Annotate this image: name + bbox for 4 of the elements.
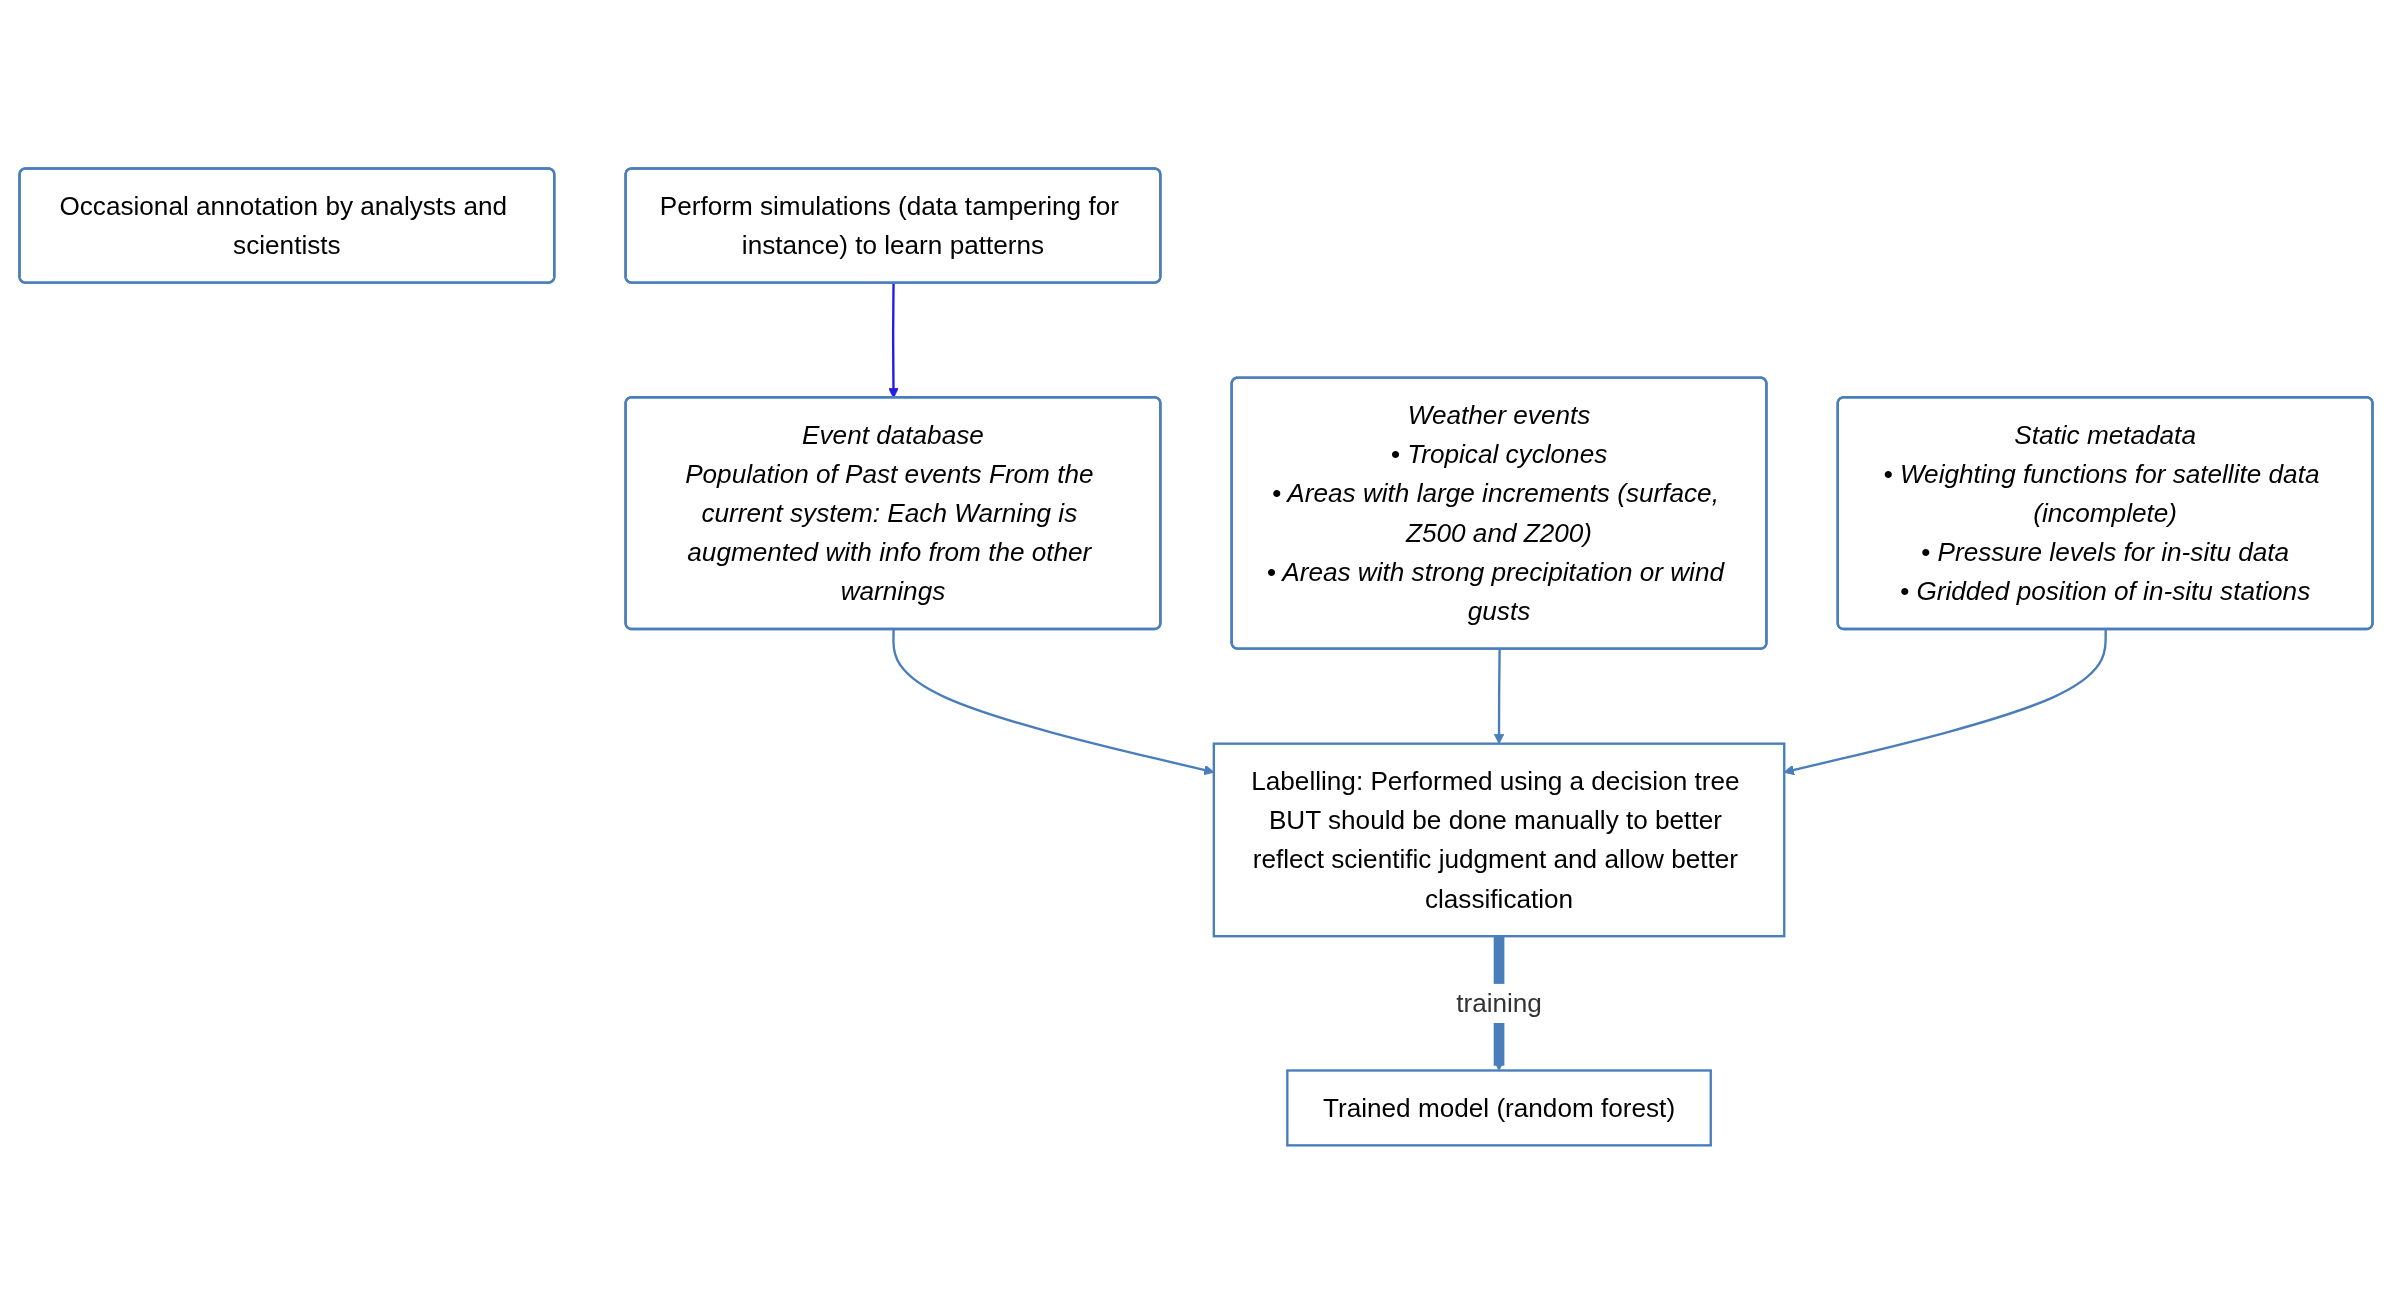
node-box: Trained model (random forest) <box>1286 1068 1712 1147</box>
arrow <box>1493 648 1505 744</box>
node-box: Labelling: Performed using a decision tree BUT should be done manually to better reflect scientific judgment and allow better classification <box>1212 742 1786 937</box>
edge-label: training <box>1456 988 1542 1018</box>
